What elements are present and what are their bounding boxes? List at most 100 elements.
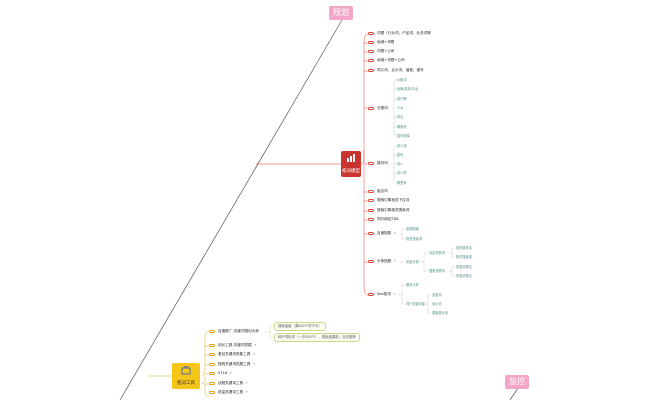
leaf-seo-detail[interactable]: 出价词 [432,302,442,306]
tool-note-connector [264,325,274,338]
node-marker-icon [209,352,215,356]
leaf-baidu[interactable]: 相关搜索词 [406,237,422,241]
baidu-bracket [400,228,405,240]
leaf-toutiao-detail[interactable]: 相关搜索量 [456,255,472,259]
leaf-question[interactable]: 怎么 [397,162,404,166]
node-marker-icon [368,208,374,212]
leaf-longtail[interactable]: 品牌/机构/平台 [397,87,419,91]
leaf-longtail[interactable]: 哪家好 [397,125,407,129]
leaf-toutiao-analysis[interactable]: 关键分析 [406,260,419,264]
node-marker-icon [368,292,374,296]
link-arrow-icon[interactable]: ⇗ [393,231,397,235]
node-marker-icon [209,390,215,394]
leaf-toutiao-search-related[interactable]: 搜索关联词 [429,269,445,273]
node-marker-icon [368,58,374,62]
red-node-region-root-company[interactable]: 地域+词根+公司 [368,58,405,63]
leaf-toutiao-content-related[interactable]: 内容关联词 [429,251,445,255]
yellow-bracket [201,331,210,397]
spine-line [119,19,343,400]
tool-note-search-volume[interactable]: 搜索量级（周600个终于可） [274,322,326,331]
hub-keyword-tools[interactable]: 拓词工具 [172,363,200,389]
node-marker-icon [368,198,374,202]
tool-node-batch[interactable]: 批量关键词工具⇗ [209,390,248,395]
leaf-question[interactable]: 怎么样 [397,171,407,175]
leaf-longtail[interactable]: 十大 [397,106,404,110]
leaf-longtail[interactable]: 价格词 [397,78,407,82]
leaf-seo-analysis[interactable]: 爆关分析 [406,283,419,287]
hub-keyword-tools-link-icon[interactable]: ⇗ [201,381,205,385]
tool-node-baidu-planner[interactable]: 百度推广-关键词规划大师 [209,329,259,334]
node-marker-icon [368,217,374,221]
leaf-question[interactable]: 多少钱 [397,144,407,148]
link-arrow-icon[interactable]: ⇗ [393,259,397,263]
red-node-engine-related[interactable]: 搜索引擎相关搜索词 [368,208,409,213]
node-marker-icon [368,31,374,35]
tool-node-5118[interactable]: 5118⇗ [209,371,232,376]
node-marker-icon [209,362,215,366]
red-node-question-words[interactable]: 疑问词 [368,161,388,166]
hub-keyword-model-label: 拓词模型 [342,169,360,174]
red-node-long-tail[interactable]: 长尾词 [368,106,388,111]
red-node-region-root[interactable]: 地域+词根 [368,40,394,45]
hub-keyword-model[interactable]: 拓词模型 [341,151,361,177]
red-node-seo-expansion[interactable]: Seo拓词⇗ [368,292,396,297]
tool-node-chinaz[interactable]: 站长工具-关键词挖掘⇗ [209,343,256,348]
node-marker-icon [368,68,374,72]
toutiao-bracket [400,247,455,277]
top-label-planning[interactable]: 规划 [329,6,353,20]
leaf-longtail[interactable]: 排名 [397,115,404,119]
tool-node-battleship[interactable]: 战舰关键词工具⇗ [209,381,248,386]
question-bracket [391,145,398,184]
tool-node-sogou[interactable]: 搜狗关键词拓展工具⇗ [209,362,255,367]
tool-note-seed-words[interactable]: 种子词拓词（一次500个），搜索结果前，业务推荐 [274,333,360,342]
leaf-longtail[interactable]: 排行榜 [397,97,407,101]
node-marker-icon [368,40,374,44]
red-bracket-ticks [364,42,368,263]
red-node-root-word[interactable]: 词根（行业词、产品词、业务词等 [368,31,431,36]
red-node-root-company[interactable]: 词根+公司 [368,49,394,54]
link-arrow-icon[interactable]: ⇗ [392,292,396,296]
node-marker-icon [368,161,374,165]
toolbox-icon [172,365,200,380]
leaf-question[interactable]: 哪里有 [397,181,407,185]
leaf-seo-detail[interactable]: 搜索量计划 [432,311,448,315]
longtail-bracket [391,79,398,137]
leaf-seo-detail[interactable]: 关键词 [432,293,442,297]
right-label-monitor[interactable]: 监控 [505,375,529,389]
red-node-toutiao-index[interactable]: 头条指数⇗ [368,259,396,264]
red-bracket-main [360,33,369,296]
leaf-longtail[interactable]: 如何选择 [397,134,410,138]
node-marker-icon [209,381,215,385]
red-node-synonyms[interactable]: 同义词、近义词、谐音、错写 [368,68,424,73]
node-marker-icon [368,231,374,235]
node-marker-icon [368,189,374,193]
link-arrow-icon[interactable]: ⇗ [253,343,257,347]
tool-node-aizhan[interactable]: 爱站关键词采集工具⇗ [209,352,255,357]
leaf-seo-peer-library[interactable]: 同行关键词库 [406,302,426,306]
node-marker-icon [368,49,374,53]
red-node-engine-dropdown[interactable]: 搜索引擎相关下拉词 [368,198,409,203]
node-marker-icon [209,329,215,333]
red-node-peer-tdk[interactable]: 同行网站TDK [368,217,399,222]
bar-chart-icon [341,153,361,168]
leaf-question[interactable]: 如何 [397,153,404,157]
leaf-baidu[interactable]: 需求图谱 [406,227,419,231]
link-arrow-icon[interactable]: ⇗ [229,371,232,375]
leaf-toutiao-detail[interactable]: 热搜词排名 [456,274,472,278]
link-arrow-icon[interactable]: ⇗ [252,352,256,356]
node-marker-icon [209,371,215,375]
link-arrow-icon[interactable]: ⇗ [245,390,248,394]
node-marker-icon [209,343,215,347]
seo-bracket [398,284,431,314]
link-arrow-icon[interactable]: ⇗ [245,381,248,385]
spine-line-right [509,387,519,400]
leaf-toutiao-detail[interactable]: 相关度排名 [456,246,472,250]
red-node-combo-words[interactable]: 组合词 [368,189,388,194]
node-marker-icon [368,106,374,110]
link-arrow-icon[interactable]: ⇗ [252,362,256,366]
hub-keyword-tools-label: 拓词工具 [177,381,195,386]
node-marker-icon [368,259,374,263]
red-node-baidu-index[interactable]: 百度指数⇗ [368,231,396,236]
leaf-toutiao-detail[interactable]: 热搜词排名 [456,265,472,269]
